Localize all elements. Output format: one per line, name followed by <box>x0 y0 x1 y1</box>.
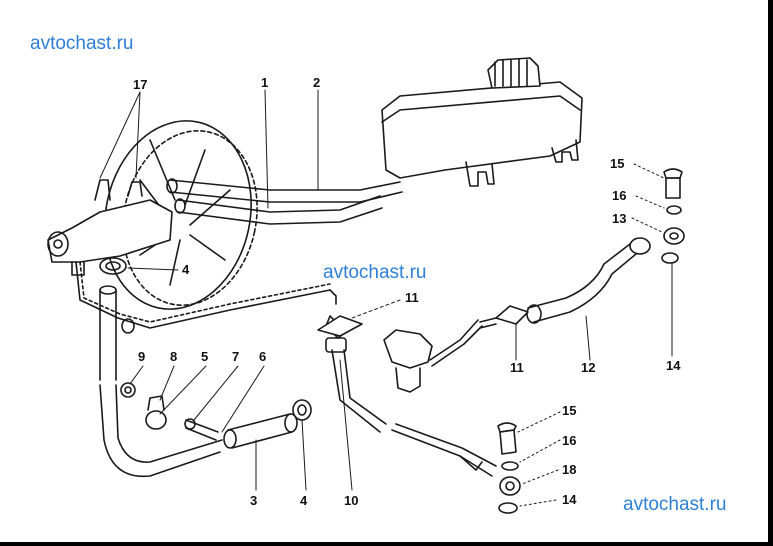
callout-8: 8 <box>170 349 178 364</box>
callout-9: 9 <box>138 349 146 364</box>
banjo-parts-bottom <box>497 422 521 514</box>
callout-1: 1 <box>261 75 269 90</box>
callout-12: 12 <box>581 360 596 375</box>
brake-line-metal <box>75 261 331 334</box>
watermark-top-left: avtochast.ru <box>30 33 134 54</box>
callout-14-bottom: 14 <box>562 492 577 507</box>
callout-3: 3 <box>250 493 258 508</box>
brake-pipe-center <box>325 289 497 477</box>
callout-16-bottom: 16 <box>562 433 577 448</box>
callout-15-bottom: 15 <box>562 403 577 418</box>
banjo-parts-top <box>661 168 685 264</box>
callout-15-top: 15 <box>610 156 625 171</box>
hose-segment-bottom <box>223 399 312 449</box>
watermark-center: avtochast.ru <box>323 262 427 283</box>
callout-4-bottom: 4 <box>300 493 308 508</box>
pressure-regulator <box>383 319 483 393</box>
callout-18: 18 <box>562 462 577 477</box>
callout-14-top: 14 <box>666 358 681 373</box>
callout-2: 2 <box>313 75 321 90</box>
callout-11-right: 11 <box>510 360 524 375</box>
callout-11-center: 11 <box>405 290 419 305</box>
right-edge-bar <box>768 0 773 546</box>
small-parts <box>120 382 219 441</box>
fluid-reservoir <box>381 57 583 187</box>
callout-4-top: 4 <box>182 262 190 277</box>
callout-17: 17 <box>133 77 148 92</box>
callout-10: 10 <box>344 493 359 508</box>
brake-hose-bracket <box>317 305 529 337</box>
callout-13: 13 <box>612 211 627 226</box>
callout-16-top: 16 <box>612 188 627 203</box>
bottom-edge-bar <box>0 542 773 546</box>
leader-lines <box>99 89 673 507</box>
hose-vertical <box>99 285 223 478</box>
reservoir-hoses <box>166 178 403 225</box>
watermark-bottom-right: avtochast.ru <box>623 494 727 515</box>
brake-booster <box>104 120 258 310</box>
hose-clamp-top <box>99 257 127 275</box>
callout-5: 5 <box>201 349 209 364</box>
callout-6: 6 <box>259 349 267 364</box>
callout-7: 7 <box>232 349 240 364</box>
flexible-hose <box>526 237 651 324</box>
